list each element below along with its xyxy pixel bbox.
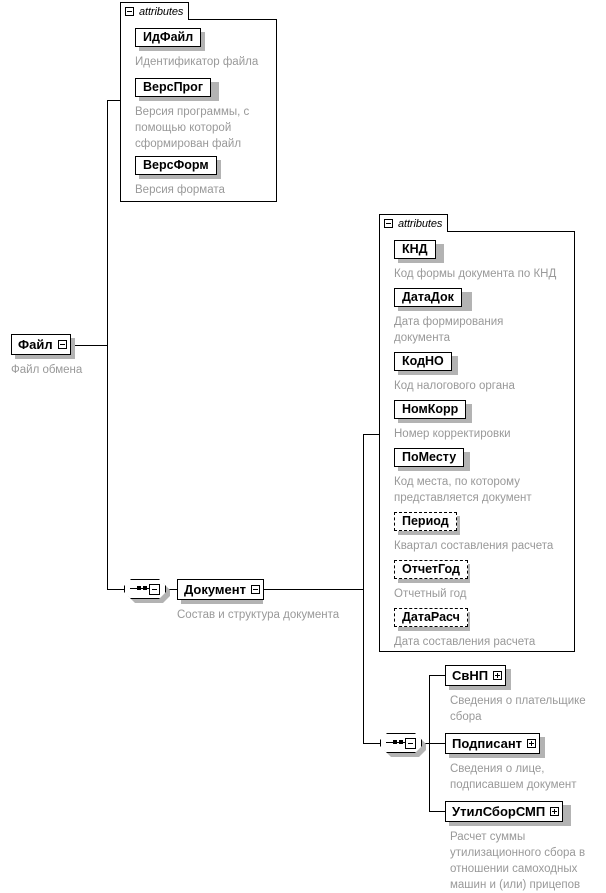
element-svnp[interactable]: СвНП	[445, 665, 507, 686]
document-attributes-tab-label: attributes	[398, 217, 443, 230]
attribute-pomestu-description: Код места, по которому представляется до…	[394, 476, 532, 504]
attribute-knd-label: КНД	[394, 240, 436, 259]
attribute-otchetgod[interactable]: ОтчетГод	[394, 560, 468, 579]
root-attributes-tab-label: attributes	[139, 5, 184, 18]
minus-icon[interactable]	[405, 738, 416, 749]
root-attributes-tab[interactable]: attributes	[120, 2, 189, 20]
element-podpisant[interactable]: Подписант	[445, 733, 541, 754]
connector-sequence-document	[166, 589, 177, 590]
attribute-period-description: Квартал составления расчета	[394, 540, 554, 552]
attribute-idfayl[interactable]: ИдФайл	[135, 28, 202, 47]
attribute-period[interactable]: Период	[394, 512, 457, 531]
connector-child-1	[429, 675, 445, 676]
attribute-knd[interactable]: КНД	[394, 240, 436, 259]
connector-file-attributes	[107, 100, 120, 101]
attribute-datadok-description: Дата формирования документа	[394, 316, 504, 344]
attribute-kodno[interactable]: КодНО	[394, 352, 452, 371]
element-document[interactable]: Документ	[177, 579, 264, 600]
attribute-pomestu-label: ПоМесту	[394, 448, 465, 467]
element-document-description: Состав и структура документа	[177, 609, 340, 621]
connector-file-sequence	[107, 589, 124, 590]
attribute-otchetgod-description: Отчетный год	[394, 588, 467, 600]
attribute-nomkorr-label: НомКорр	[394, 400, 467, 419]
minus-icon[interactable]	[251, 585, 260, 594]
attribute-nomkorr[interactable]: НомКорр	[394, 400, 467, 419]
element-svnp-description: Сведения о плательщике сбора	[450, 695, 586, 723]
element-file[interactable]: Файл	[11, 334, 71, 355]
attribute-datadok[interactable]: ДатаДок	[394, 288, 462, 307]
attribute-pomestu[interactable]: ПоМесту	[394, 448, 465, 467]
attribute-datarasch-label: ДатаРасч	[394, 608, 468, 627]
attribute-period-label: Период	[394, 512, 457, 531]
attribute-datadok-label: ДатаДок	[394, 288, 462, 307]
attribute-nomkorr-description: Номер корректировки	[394, 428, 511, 440]
element-svnp-label: СвНП	[452, 668, 489, 683]
attribute-knd-description: Код формы документа по КНД	[394, 268, 557, 280]
attribute-versform-description: Версия формата	[135, 184, 225, 196]
connector-document-children-sequence	[363, 743, 380, 744]
connector-document-attributes	[363, 434, 379, 435]
element-document-label: Документ	[184, 582, 246, 597]
attribute-otchetgod-label: ОтчетГод	[394, 560, 468, 579]
element-file-description: Файл обмена	[11, 364, 83, 376]
connector-document-vertical	[363, 434, 364, 743]
element-utilsborsmp-description: Расчет суммы утилизационного сбора в отн…	[450, 831, 586, 891]
attribute-versform-label: ВерсФорм	[135, 156, 217, 175]
minus-icon[interactable]	[149, 584, 160, 595]
connector-document-stub	[259, 589, 363, 590]
element-podpisant-description: Сведения о лице, подписавшем документ	[450, 763, 577, 791]
attribute-versprog[interactable]: ВерсПрог	[135, 78, 212, 97]
attribute-idfayl-description: Идентификатор файла	[135, 56, 259, 68]
connector-child-3	[429, 811, 445, 812]
minus-icon[interactable]	[384, 219, 393, 228]
element-utilsborsmp-label: УтилСборСМП	[452, 804, 546, 819]
element-utilsborsmp[interactable]: УтилСборСМП	[445, 801, 564, 822]
plus-icon[interactable]	[527, 739, 537, 748]
document-attributes-tab[interactable]: attributes	[379, 214, 448, 232]
attribute-versprog-label: ВерсПрог	[135, 78, 212, 97]
minus-icon[interactable]	[125, 7, 134, 16]
attribute-versprog-description: Версия программы, с помощью которой сфор…	[135, 106, 250, 150]
attribute-datarasch-description: Дата составления расчета	[394, 636, 536, 648]
connector-file-vertical	[107, 100, 108, 589]
element-podpisant-label: Подписант	[452, 736, 523, 751]
attribute-idfayl-label: ИдФайл	[135, 28, 202, 47]
attribute-kodno-description: Код налогового органа	[394, 380, 515, 392]
element-file-label: Файл	[18, 337, 53, 352]
connector-child-2	[429, 743, 445, 744]
attribute-dataraschch[interactable]: ДатаРасч	[394, 608, 468, 627]
connector-file-stub	[71, 345, 107, 346]
plus-icon[interactable]	[550, 807, 560, 816]
attribute-kodno-label: КодНО	[394, 352, 452, 371]
attribute-versform[interactable]: ВерсФорм	[135, 156, 217, 175]
plus-icon[interactable]	[493, 671, 503, 680]
minus-icon[interactable]	[57, 340, 67, 349]
